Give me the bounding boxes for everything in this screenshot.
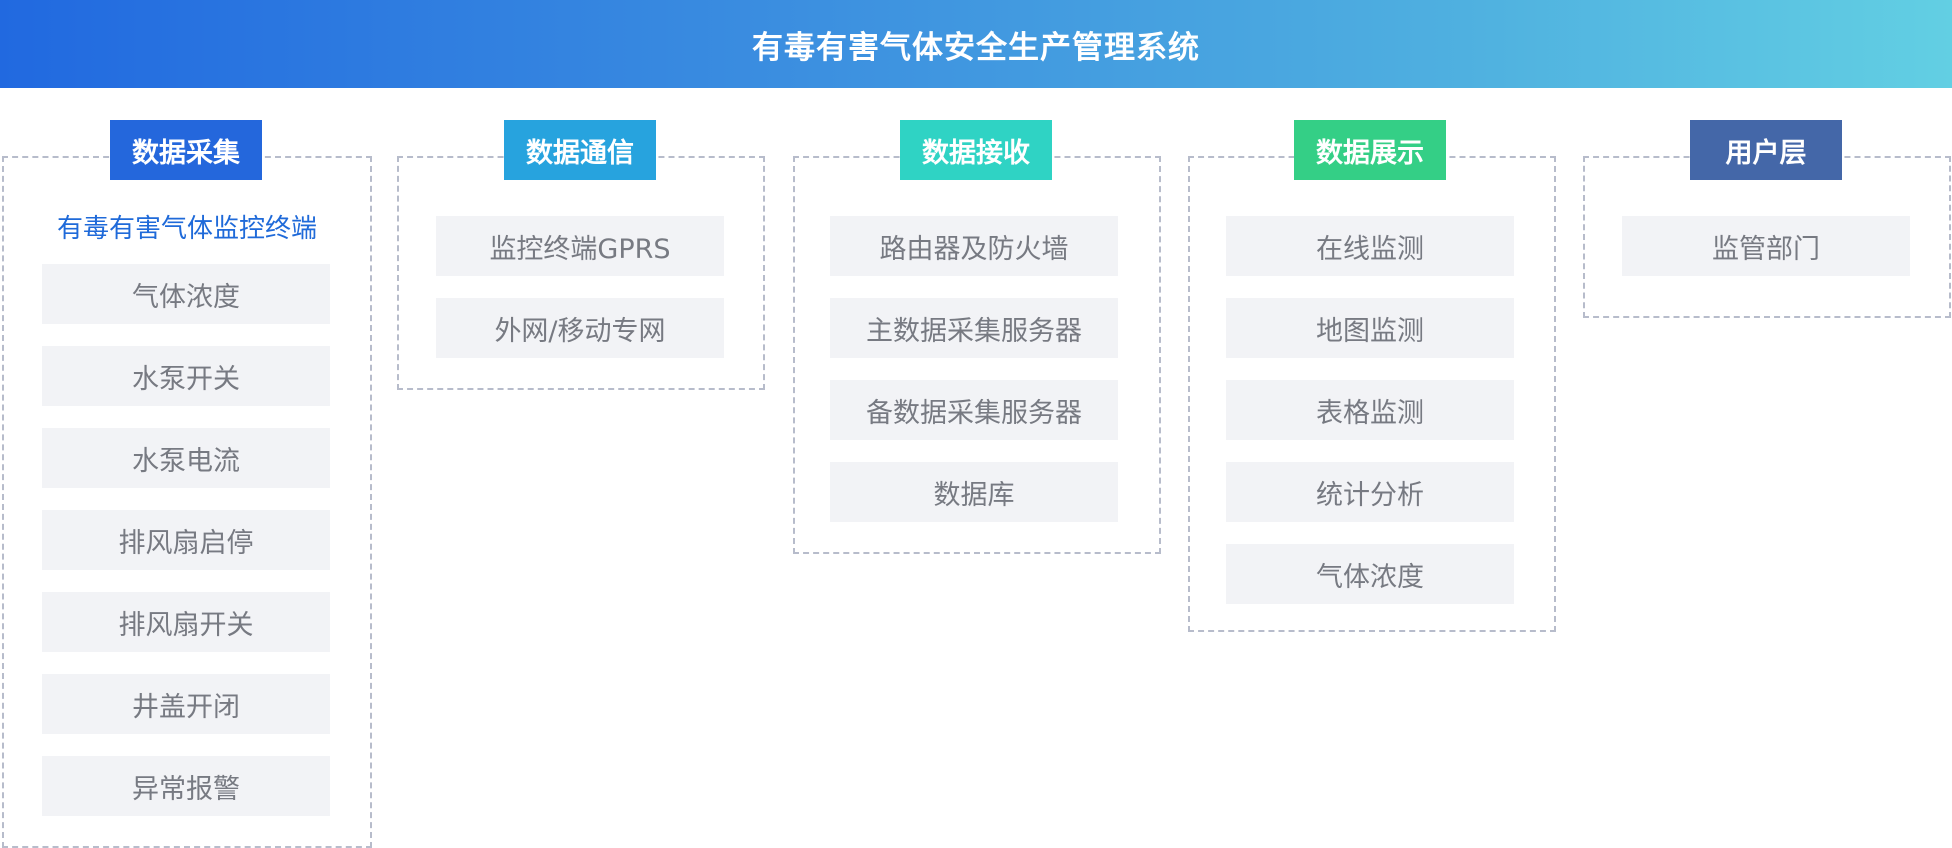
tag-data-receive: 数据接收 <box>900 120 1052 180</box>
list-item: 外网/移动专网 <box>436 298 724 358</box>
list-item: 地图监测 <box>1226 298 1514 358</box>
list-item: 主数据采集服务器 <box>830 298 1118 358</box>
list-item: 在线监测 <box>1226 216 1514 276</box>
list-item: 气体浓度 <box>1226 544 1514 604</box>
list-item: 水泵开关 <box>42 346 330 406</box>
list-item: 监控终端GPRS <box>436 216 724 276</box>
tag-data-display: 数据展示 <box>1294 120 1446 180</box>
list-item: 表格监测 <box>1226 380 1514 440</box>
list-item: 气体浓度 <box>42 264 330 324</box>
list-item: 排风扇启停 <box>42 510 330 570</box>
list-item: 数据库 <box>830 462 1118 522</box>
list-item: 备数据采集服务器 <box>830 380 1118 440</box>
list-item: 路由器及防火墙 <box>830 216 1118 276</box>
list-item: 异常报警 <box>42 756 330 816</box>
list-item: 排风扇开关 <box>42 592 330 652</box>
list-item: 监管部门 <box>1622 216 1910 276</box>
terminal-subtitle: 有毒有害气体监控终端 <box>56 214 317 244</box>
header-bar: 有毒有害气体安全生产管理系统 <box>0 0 1952 88</box>
tag-user-layer: 用户层 <box>1690 120 1842 180</box>
tag-data-collection: 数据采集 <box>110 120 262 180</box>
list-item: 统计分析 <box>1226 462 1514 522</box>
list-item: 水泵电流 <box>42 428 330 488</box>
page-title: 有毒有害气体安全生产管理系统 <box>752 29 1200 66</box>
list-item: 井盖开闭 <box>42 674 330 734</box>
tag-data-communication: 数据通信 <box>504 120 656 180</box>
dashed-box-data-collection <box>2 156 372 848</box>
